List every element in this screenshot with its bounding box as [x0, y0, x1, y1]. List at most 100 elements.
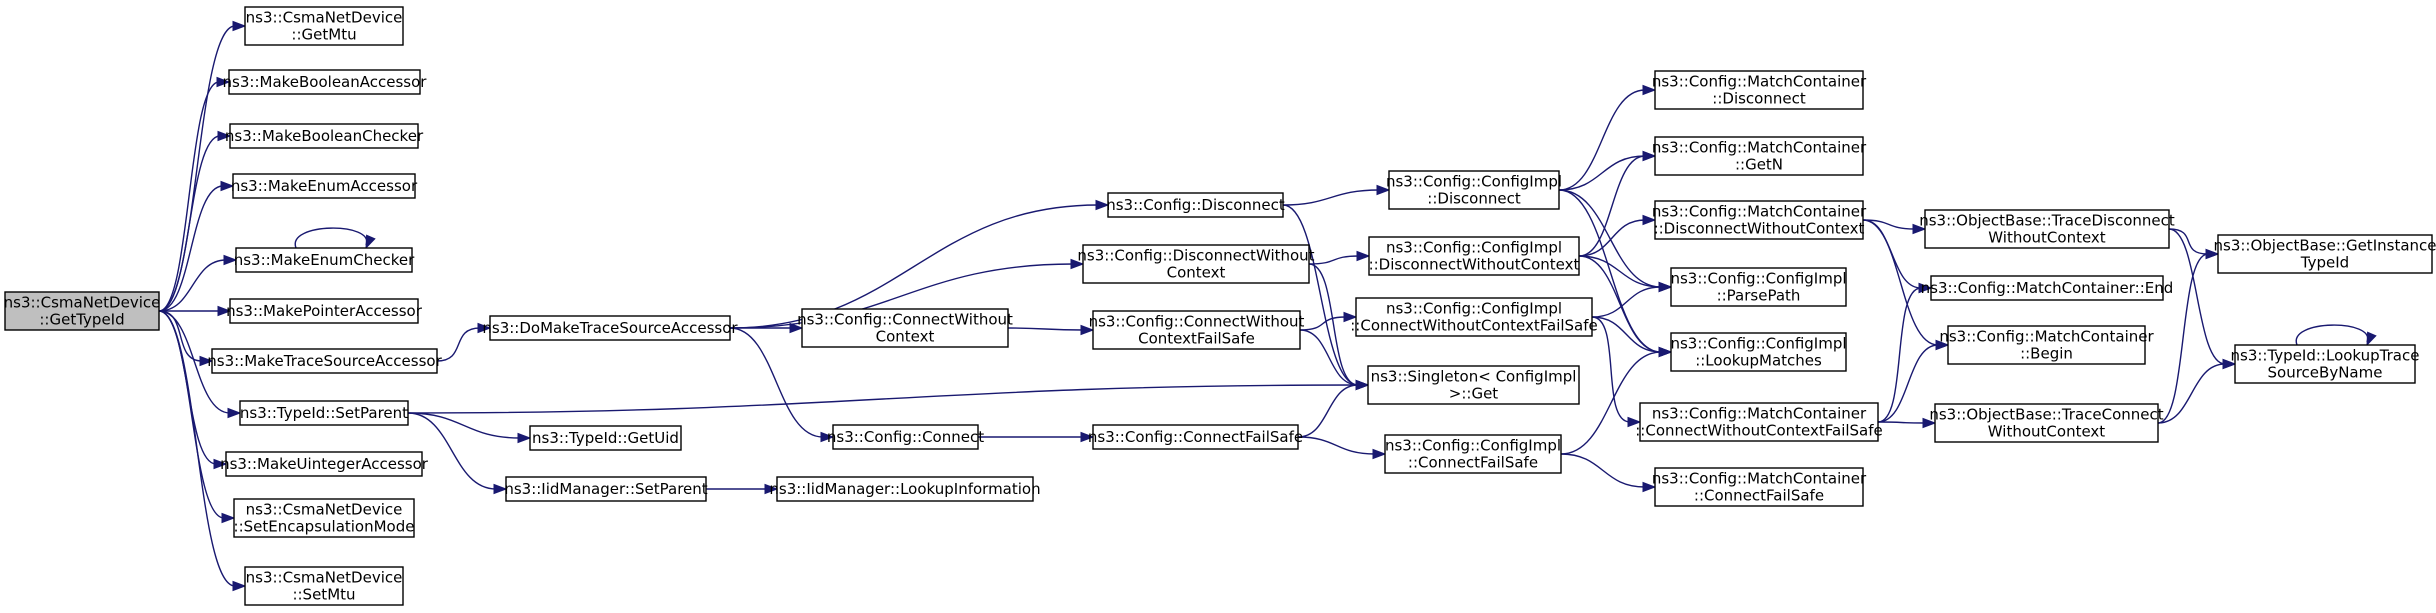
node-box: [505, 476, 707, 502]
edge-n32-n37: [1877, 417, 1937, 429]
node-n12[interactable]: ns3::DoMakeTraceSourceAccessor: [482, 315, 738, 341]
node-n18[interactable]: ns3::Config::ConnectWithoutContext: [797, 308, 1013, 348]
node-n11[interactable]: ns3::CsmaNetDevice::SetMtu: [244, 566, 404, 606]
edge-path: [158, 259, 227, 312]
node-n22[interactable]: ns3::Config::ConfigImpl::Disconnect: [1386, 170, 1562, 210]
edge-arrowhead: [232, 20, 247, 32]
node-label: ns3::Config::MatchContainer: [1652, 405, 1867, 423]
node-label: ::GetTypeId: [39, 311, 124, 329]
node-n34[interactable]: ns3::ObjectBase::TraceDisconnectWithoutC…: [1919, 209, 2175, 249]
edge-arrowhead: [1922, 417, 1937, 429]
node-n21[interactable]: ns3::Config::ConnectFailSafe: [1088, 424, 1303, 450]
node-box: [776, 476, 1034, 502]
node-n2[interactable]: ns3::MakeBooleanAccessor: [223, 69, 428, 95]
node-n5[interactable]: ns3::MakeEnumChecker: [234, 247, 415, 273]
edge-path: [729, 204, 1099, 329]
node-label: ::ConnectWithoutContextFailSafe: [1635, 422, 1883, 440]
node-n19[interactable]: ns3::Config::Connect: [827, 424, 984, 450]
edge-path: [1591, 316, 1631, 423]
edge-path: [1578, 255, 1662, 353]
edge-path: [1297, 436, 1376, 455]
node-n8[interactable]: ns3::TypeId::SetParent: [239, 400, 409, 426]
node-label: ::DisconnectWithoutContext: [1369, 256, 1580, 274]
node-label: ns3::ObjectBase::TraceConnect: [1929, 406, 2163, 424]
node-n30[interactable]: ns3::Config::ConfigImpl::ParsePath: [1670, 267, 1847, 307]
edge-path: [1282, 204, 1359, 386]
node-n33[interactable]: ns3::Config::MatchContainer::ConnectFail…: [1652, 467, 1867, 507]
node-label: ::DisconnectWithoutContext: [1654, 220, 1865, 238]
node-label: ::ConnectWithoutContextFailSafe: [1350, 317, 1598, 335]
node-box: [4, 291, 160, 331]
node-n3[interactable]: ns3::MakeBooleanChecker: [225, 123, 424, 149]
edge-arrowhead: [1080, 431, 1095, 443]
edge-n39-n39: [2295, 324, 2377, 347]
edge-arrowhead: [199, 355, 214, 367]
node-box: [1355, 297, 1593, 337]
edge-n19-n21: [978, 431, 1095, 443]
node-n9[interactable]: ns3::MakeUintegerAccessor: [220, 451, 429, 477]
node-box: [1654, 200, 1864, 240]
node-label: ns3::Config::ConfigImpl: [1386, 173, 1562, 191]
node-box: [529, 425, 682, 451]
node-n31[interactable]: ns3::Config::ConfigImpl::LookupMatches: [1670, 332, 1847, 372]
node-n23[interactable]: ns3::Config::ConfigImpl::DisconnectWitho…: [1368, 236, 1580, 276]
node-n17[interactable]: ns3::Config::DisconnectWithoutContext: [1077, 244, 1315, 284]
node-n25[interactable]: ns3::Singleton< ConfigImpl >::Get: [1367, 365, 1580, 405]
node-box: [229, 123, 419, 149]
edge-arrowhead: [223, 254, 238, 266]
edge-arrowhead: [221, 512, 236, 524]
node-n14[interactable]: ns3::IidManager::SetParent: [504, 476, 708, 502]
node-n24[interactable]: ns3::Config::ConfigImpl::ConnectWithoutC…: [1350, 297, 1598, 337]
node-n32[interactable]: ns3::Config::MatchContainer::ConnectWith…: [1635, 402, 1883, 442]
edge-arrowhead: [1627, 416, 1642, 428]
node-n0[interactable]: ns3::CsmaNetDevice::GetTypeId: [4, 291, 161, 331]
node-box: [244, 566, 404, 606]
edge-arrowhead: [217, 305, 232, 317]
node-label: ::SetEncapsulationMode: [234, 518, 415, 536]
node-n15[interactable]: ns3::IidManager::LookupInformation: [769, 476, 1041, 502]
node-box: [244, 6, 404, 46]
edge-n0-n1: [158, 20, 247, 312]
node-n10[interactable]: ns3::CsmaNetDevice::SetEncapsulationMode: [233, 498, 415, 538]
edge-path: [158, 25, 236, 312]
node-n4[interactable]: ns3::MakeEnumAccessor: [231, 173, 418, 199]
node-n36[interactable]: ns3::Config::MatchContainer::Begin: [1939, 325, 2154, 365]
node-n13[interactable]: ns3::TypeId::GetUid: [529, 425, 682, 451]
node-n20[interactable]: ns3::Config::ConnectWithoutContextFailSa…: [1089, 310, 1305, 350]
node-n35[interactable]: ns3::Config::MatchContainer::End: [1921, 275, 2174, 301]
node-n7[interactable]: ns3::MakeTraceSourceAccessor: [207, 348, 443, 374]
node-box: [225, 451, 423, 477]
edge-path: [1877, 421, 1926, 424]
node-box: [1107, 192, 1284, 218]
edge-arrowhead: [1642, 84, 1657, 96]
node-n28[interactable]: ns3::Config::MatchContainer::GetN: [1652, 136, 1867, 176]
node-n16[interactable]: ns3::Config::Disconnect: [1106, 192, 1285, 218]
edge-n20-n25: [1299, 329, 1370, 391]
edge-path: [1308, 255, 1360, 265]
edge-path: [2168, 228, 2209, 255]
edge-path: [158, 310, 231, 414]
node-box: [228, 69, 421, 95]
edge-n0-n11: [158, 310, 247, 592]
edge-path: [729, 327, 824, 438]
node-n26[interactable]: ns3::Config::ConfigImpl::ConnectFailSafe: [1384, 434, 1562, 474]
edge-path: [1578, 219, 1646, 257]
node-label: ns3::TypeId::GetUid: [532, 429, 679, 447]
node-label: ns3::MakePointerAccessor: [226, 302, 423, 320]
node-n6[interactable]: ns3::MakePointerAccessor: [226, 298, 423, 324]
node-n1[interactable]: ns3::CsmaNetDevice::GetMtu: [244, 6, 404, 46]
node-n27[interactable]: ns3::Config::MatchContainer::Disconnect: [1652, 70, 1867, 110]
node-label: ns3::Config::MatchContainer::End: [1921, 279, 2174, 297]
node-label: ns3::Config::ConnectWithout: [1089, 313, 1305, 331]
node-box: [1934, 403, 2159, 443]
node-label: Context: [876, 328, 935, 346]
node-n29[interactable]: ns3::Config::MatchContainer::DisconnectW…: [1652, 200, 1867, 240]
node-label: ns3::Singleton< ConfigImpl: [1371, 368, 1577, 386]
node-label: ns3::Config::Disconnect: [1106, 196, 1285, 214]
node-label: SourceByName: [2268, 364, 2383, 382]
node-label: ContextFailSafe: [1138, 330, 1255, 348]
node-n37[interactable]: ns3::ObjectBase::TraceConnectWithoutCont…: [1929, 403, 2164, 443]
edge-arrowhead: [1642, 214, 1657, 226]
